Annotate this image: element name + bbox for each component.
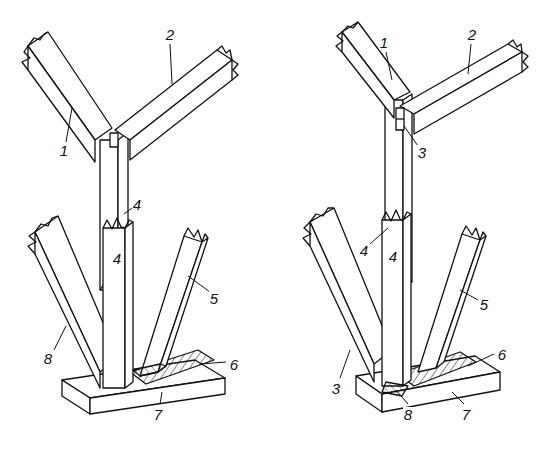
joint-sketch-d bbox=[303, 208, 500, 412]
callout-number: 3 bbox=[417, 145, 427, 160]
callout-number: 6 bbox=[497, 347, 507, 362]
callout-number: 1 bbox=[379, 35, 389, 50]
callout-number: 4 bbox=[112, 251, 122, 266]
callout-number: 2 bbox=[165, 27, 175, 42]
callout-number: 8 bbox=[43, 351, 53, 366]
leader-lines bbox=[54, 44, 494, 404]
callout-number: 7 bbox=[461, 407, 471, 422]
callout-number: 8 bbox=[403, 407, 413, 422]
callout-number: 5 bbox=[479, 297, 489, 312]
callout-number: 5 bbox=[209, 291, 219, 306]
callout-number: 6 bbox=[229, 357, 239, 372]
callout-number: 2 bbox=[467, 27, 477, 42]
callout-number: 4 bbox=[132, 197, 142, 212]
callout-number: 4 bbox=[359, 243, 369, 258]
callout-number: 3 bbox=[331, 381, 341, 396]
callout-number: 7 bbox=[153, 407, 163, 422]
joint-sketch-c bbox=[28, 216, 225, 414]
joint-sketch-b bbox=[336, 22, 528, 290]
callout-number: 4 bbox=[388, 249, 398, 264]
callout-number: 1 bbox=[59, 143, 69, 158]
